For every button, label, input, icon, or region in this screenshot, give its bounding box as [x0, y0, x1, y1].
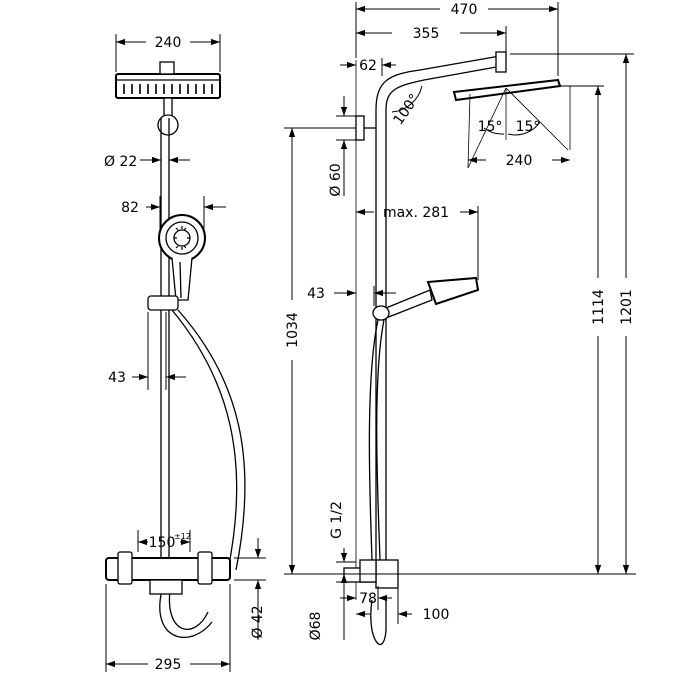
dim-arm-projection: 355	[413, 26, 440, 42]
overhead-shower-side	[452, 51, 571, 169]
right-view-labels: 470 355 62 100° 15° 15° 240 Ø 60 max. 28…	[285, 2, 635, 640]
dim-head-width-right: 240	[506, 153, 533, 169]
right-view	[343, 51, 571, 645]
overhead-shower-front	[115, 61, 221, 99]
dim-rail-to-hose-left: 43	[108, 370, 126, 386]
dim-mixer-diameter: Ø 42	[250, 605, 266, 638]
dim-mixer-spacing: 150	[149, 535, 176, 551]
dim-rail-height: 1034	[285, 312, 301, 348]
dim-pipe-diameter: Ø 22	[104, 154, 137, 170]
dim-bracket-diameter: Ø 60	[328, 163, 344, 196]
dim-valve-offset: 78	[359, 591, 377, 607]
dim-valve-projection: 100	[423, 607, 450, 623]
hand-shower-side	[372, 276, 480, 321]
dim-overall-height: 1201	[619, 289, 635, 325]
dim-head-width-left: 240	[155, 35, 182, 51]
dim-overall-projection: 470	[451, 2, 478, 18]
dim-wall-bracket: 62	[359, 58, 377, 74]
dim-max-projection: max. 281	[383, 205, 449, 221]
thermostat-mixer-front	[105, 551, 231, 595]
riser-pipe-side	[375, 110, 387, 560]
dim-head-tilt-left: 15°	[478, 119, 503, 135]
dim-mixer-length: 295	[155, 657, 182, 673]
dim-thread-size: G 1/2	[329, 501, 345, 539]
left-view-labels: 240 Ø 22 82 43 150 ±12 Ø 42 295	[104, 35, 266, 673]
left-view-dimensions	[105, 34, 266, 672]
dim-hand-shower-clearance: 43	[307, 286, 325, 302]
hose-front	[159, 309, 246, 638]
dim-hand-shower-height: 1114	[591, 289, 607, 325]
dim-outlet-diameter: Ø68	[308, 612, 324, 641]
dim-hand-shower-offset: 82	[121, 200, 139, 216]
dim-head-tilt-right: 15°	[516, 119, 541, 135]
right-view-dimensions	[284, 2, 636, 640]
riser-pipe-front	[160, 118, 170, 560]
dim-mixer-spacing-tolerance: ±12	[174, 532, 191, 541]
hand-shower-front	[158, 214, 206, 301]
shower-arm-side	[375, 55, 503, 111]
dim-arm-angle: 100°	[390, 91, 422, 128]
left-view	[105, 61, 246, 638]
